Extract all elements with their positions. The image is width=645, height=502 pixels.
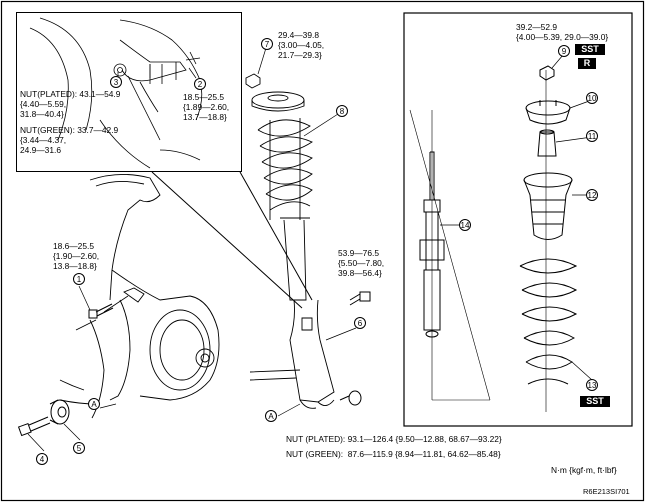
callout-13: 13: [586, 379, 598, 391]
spacer-5-drawing: [49, 399, 70, 425]
center-axis: [409, 70, 547, 412]
callout-8: 8: [336, 105, 348, 117]
spring-13-drawing: [519, 258, 578, 385]
shock-14-drawing: [419, 151, 445, 338]
callout-2: 2: [194, 78, 206, 90]
exploded-panel: [403, 12, 633, 427]
bolt-4-drawing: [17, 416, 51, 437]
callout-9: 9: [558, 45, 570, 57]
callout-4: 4: [36, 453, 48, 465]
callout-6: 6: [354, 317, 366, 329]
callout-a-left: A: [88, 398, 100, 410]
brake-bolt-leader: [103, 295, 129, 313]
torque-fork-bolt: 53.9—76.5 {5.50—7.80, 39.8—56.4}: [338, 248, 385, 278]
torque-nut-green-inset: NUT(GREEN): 33.7—42.9 {3.44—4.37, 24.9—3…: [20, 125, 119, 155]
torque-nut-plated-inset: NUT(PLATED): 43.1—54.9 {4.40—5.59, 31.8—…: [20, 89, 121, 119]
diagram-code: R6E213SI701: [583, 487, 630, 496]
torque-nut-green-bottom: NUT (GREEN): 87.6—115.9 {8.94—11.81, 64.…: [286, 449, 501, 459]
torque-brake-bolt: 18.6—25.5 {1.90—2.60, 13.8—18.8}: [53, 241, 100, 271]
inset-drawing: [29, 17, 203, 169]
bolt-1-drawing: [88, 303, 114, 319]
callout-5: 5: [73, 442, 85, 454]
torque-piston-nut: 39.2—52.9 {4.00—5.39, 29.0—39.0}: [516, 22, 609, 42]
torque-top-mount: 29.4—39.8 {3.00—4.05, 21.7—29.3}: [278, 30, 325, 60]
lower-nut-drawing: [339, 390, 362, 406]
knuckle-assembly: [59, 174, 301, 419]
boot-12-drawing: [523, 172, 573, 240]
r-tag: R: [578, 58, 596, 69]
inset-leader-lines: [151, 171, 313, 309]
callout-1: 1: [73, 273, 85, 285]
torque-nut-plated-bottom: NUT (PLATED): 93.1—126.4 {9.50—12.88, 68…: [286, 434, 502, 444]
leader-lines: [27, 47, 593, 452]
inset-box: [16, 12, 242, 172]
nut-9-drawing: [539, 65, 555, 81]
sst-tag-top: SST: [575, 44, 605, 55]
callout-7: 7: [261, 38, 273, 50]
callout-3: 3: [110, 76, 122, 88]
units-label: N·m {kgf·m, ft·lbf}: [551, 465, 617, 475]
sst-tag-bottom: SST: [580, 396, 610, 407]
bump-stop-11-drawing: [537, 129, 557, 157]
mount-10-drawing: [525, 100, 571, 125]
strut-assembly: [245, 73, 335, 409]
fork-bolt-drawing: [349, 291, 371, 306]
torque-inset-bolt: 18.5—25.5 {1.89—2.60, 13.7—18.8}: [183, 92, 230, 122]
callout-12: 12: [586, 189, 598, 201]
callout-11: 11: [586, 130, 598, 142]
callout-a-right: A: [265, 410, 277, 422]
callout-10: 10: [586, 92, 598, 104]
callout-14: 14: [459, 219, 471, 231]
